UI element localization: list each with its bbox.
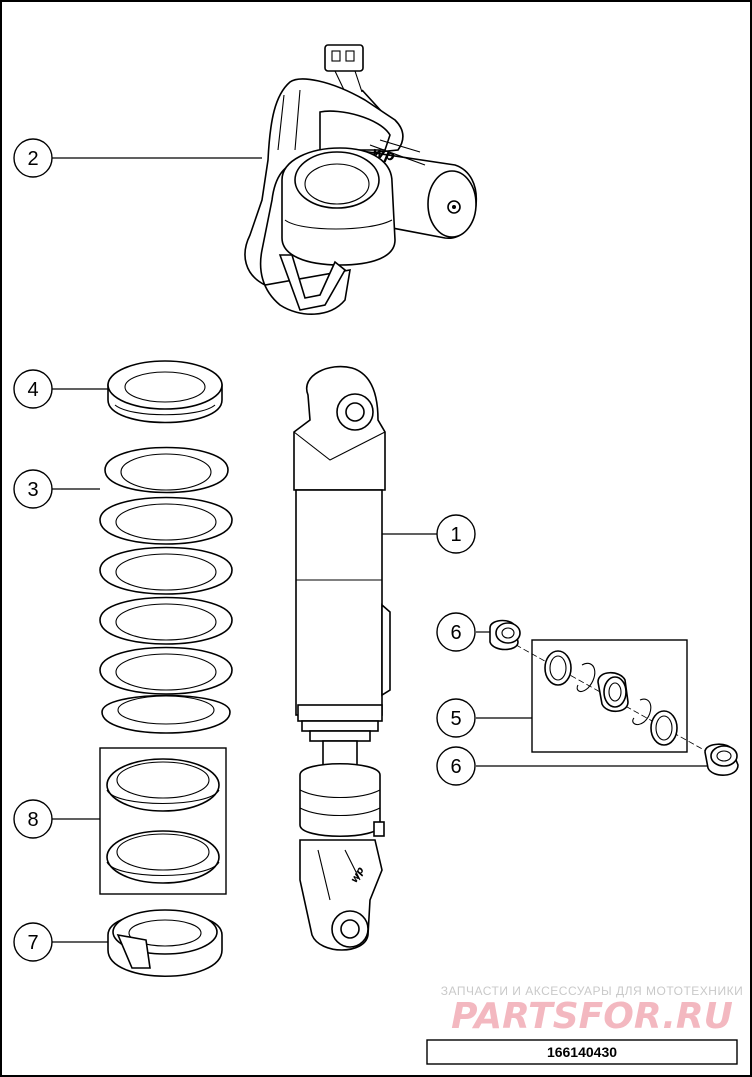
part-4-spring-seat bbox=[107, 360, 223, 424]
part-2-reservoir: wp bbox=[244, 44, 478, 315]
part-8-box bbox=[99, 747, 227, 895]
reference-number: 166140430 bbox=[547, 1044, 617, 1060]
callout-4: 4 bbox=[13, 369, 53, 409]
svg-text:5: 5 bbox=[450, 708, 461, 730]
callout-1: 1 bbox=[436, 514, 476, 554]
svg-text:2: 2 bbox=[27, 148, 38, 170]
watermark-tagline: ЗАПЧАСТИ И АКСЕССУАРЫ ДЛЯ МОТОТЕХНИКИ bbox=[441, 984, 743, 998]
watermark-brand: PARTSFOR.RU bbox=[451, 996, 733, 1037]
callout-3: 3 bbox=[13, 469, 53, 509]
part-1-shock-absorber: wp bbox=[293, 365, 391, 951]
part-6-bushing-lower bbox=[704, 743, 739, 776]
svg-text:7: 7 bbox=[27, 932, 38, 954]
reference-box bbox=[426, 1039, 738, 1065]
svg-text:4: 4 bbox=[27, 379, 38, 401]
part-8-washers bbox=[106, 758, 220, 884]
callout-2: 2 bbox=[13, 138, 53, 178]
svg-text:3: 3 bbox=[27, 479, 38, 501]
callout-6b: 6 bbox=[436, 746, 476, 786]
watermark: ЗАПЧАСТИ И АКСЕССУАРЫ ДЛЯ МОТОТЕХНИКИ PA… bbox=[441, 984, 743, 1037]
part-7-spring-retainer bbox=[107, 909, 223, 978]
callout-8: 8 bbox=[13, 799, 53, 839]
part-3-coil-spring bbox=[99, 446, 233, 734]
callout-5: 5 bbox=[436, 698, 476, 738]
part-6-bushing-upper bbox=[489, 619, 521, 651]
callout-7: 7 bbox=[13, 922, 53, 962]
callout-6a: 6 bbox=[436, 612, 476, 652]
part-5-box bbox=[531, 639, 688, 753]
svg-text:6: 6 bbox=[450, 756, 461, 778]
part-5-bearing-kit bbox=[544, 650, 678, 746]
svg-text:6: 6 bbox=[450, 622, 461, 644]
svg-text:1: 1 bbox=[450, 524, 461, 546]
svg-text:8: 8 bbox=[27, 809, 38, 831]
